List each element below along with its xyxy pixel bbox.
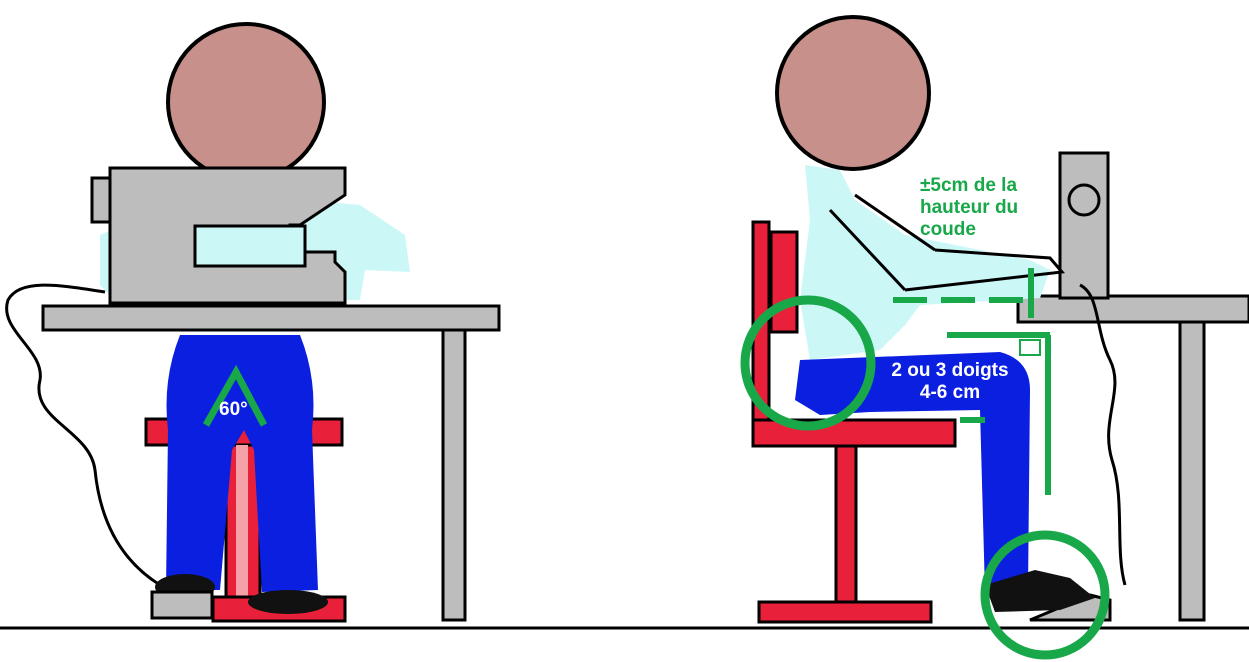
right-pedal-cord: [1080, 285, 1125, 585]
left-figure-front-view: [7, 24, 499, 621]
right-head: [777, 17, 929, 169]
thigh-clearance-label-line-2: 4-6 cm: [870, 382, 1030, 404]
sewing-machine-cutout: [195, 226, 305, 266]
angle-label: 60°: [219, 399, 248, 421]
thigh-clearance-label: 2 ou 3 doigts 4-6 cm: [870, 360, 1030, 404]
chair-base: [759, 602, 931, 622]
left-stool-post-inner: [236, 445, 248, 600]
elbow-height-label-line-2: hauteur du: [920, 197, 1070, 219]
right-table-leg: [1180, 322, 1204, 620]
elbow-height-label-line-1: ±5cm de la: [920, 175, 1070, 197]
right-angle-marker: [1020, 340, 1040, 355]
right-table-top: [1018, 296, 1249, 322]
sewing-machine-handwheel: [92, 178, 110, 222]
left-table-leg: [443, 330, 465, 620]
right-figure-side-view: [745, 17, 1249, 655]
left-head: [168, 24, 324, 180]
right-machine-wheel: [1069, 185, 1099, 215]
elbow-height-label-line-3: coude: [920, 219, 1070, 241]
thigh-clearance-label-line-1: 2 ou 3 doigts: [870, 360, 1030, 382]
left-foot-pedal: [152, 592, 212, 618]
elbow-height-label: ±5cm de la hauteur du coude: [920, 175, 1070, 241]
left-shoe-right: [248, 590, 328, 614]
left-table-top: [43, 306, 499, 330]
chair-post: [836, 446, 856, 602]
chair-back-pad: [771, 232, 797, 332]
